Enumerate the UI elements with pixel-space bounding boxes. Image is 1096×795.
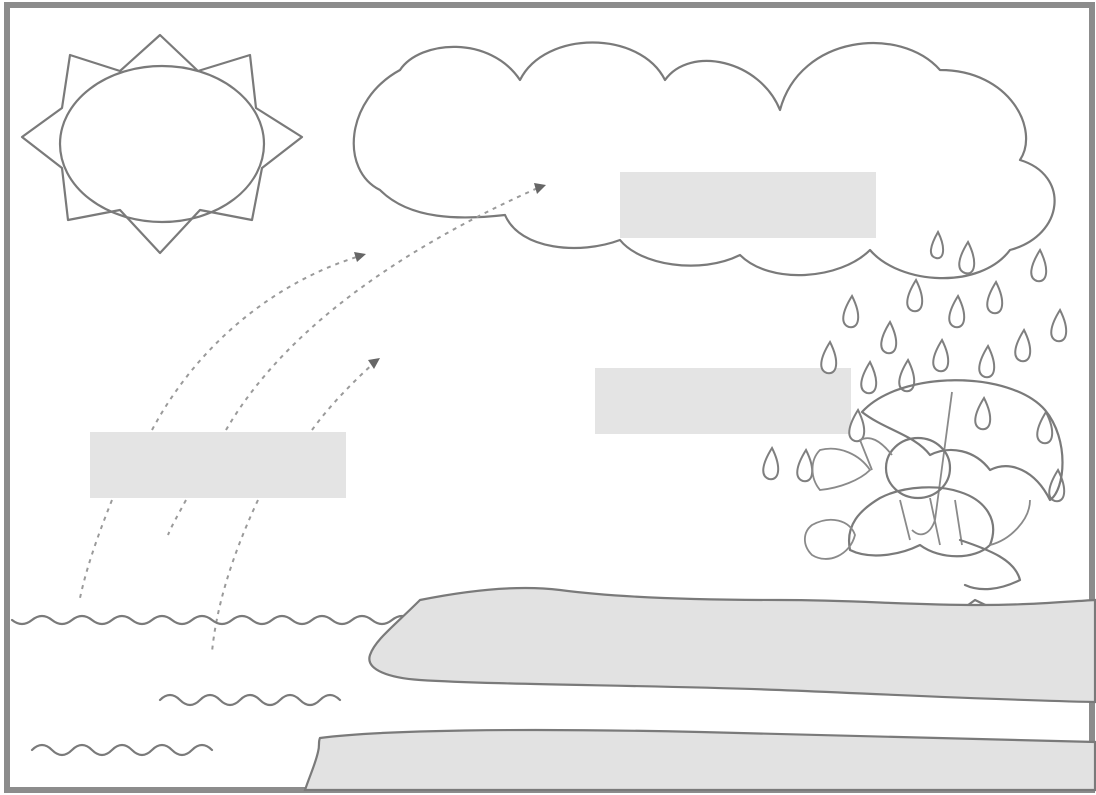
evaporation-label-box[interactable] <box>90 432 346 498</box>
land-mass-lower <box>305 730 1095 790</box>
precipitation-label-box[interactable] <box>595 368 851 434</box>
condensation-label-box[interactable] <box>620 172 876 238</box>
